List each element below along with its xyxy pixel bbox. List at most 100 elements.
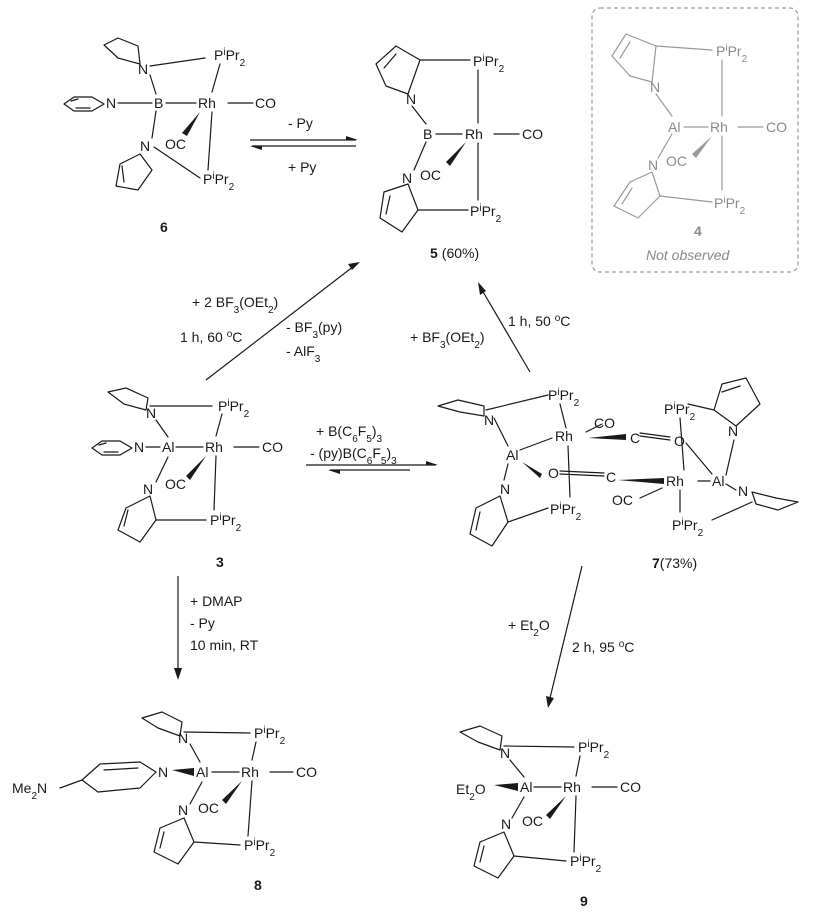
atom-n: N [146,405,156,421]
atom-o: O [548,465,559,481]
reaction-label: - (py)B(C6F5)3 [310,445,397,467]
atom-oc: OC [612,492,633,508]
atom-n: N [484,412,494,428]
atom-o: O [674,433,685,449]
atom-n: N [728,423,738,439]
compound-5-structure: Rh B N N CO OC PiPr2 PiPr2 5(60%) [375,45,543,261]
atom-co: CO [262,439,283,455]
atom-n: N [500,745,510,761]
compound-number-9: 9 [580,893,588,909]
compound-7-structure: Rh Al Rh Al N N N N CO OC C O O C PiPr2 … [437,377,799,571]
compound-6-structure: Rh B N N N CO OC PiPr2 PiPr2 6 [63,37,276,235]
reaction-label: - Py [190,615,215,631]
atom-n: N [138,61,148,77]
atom-n: N [501,816,511,832]
atom-oc: OC [666,153,687,169]
not-observed-note: Not observed [646,247,730,263]
compound-5-label: 5(60%) [430,245,479,261]
reaction-label: - BF3(py) [286,319,342,341]
atom-rh: Rh [555,428,573,444]
atom-al: Al [520,779,532,795]
reaction-label: + Py [288,159,316,175]
atom-n: N [158,764,168,780]
arrow-6-to-5: - Py + Py [250,115,358,175]
reaction-label: - Py [288,115,313,131]
compound-4-box: Rh Al N N CO OC PiPr2 PiPr2 4 Not observ… [591,7,799,273]
phosphine-label: PiPr2 [716,43,748,65]
atom-al: Al [506,447,518,463]
atom-n: N [406,91,416,107]
atom-co: CO [255,95,276,111]
phosphine-label: PiPr2 [473,53,505,75]
phosphine-label: PiPr2 [714,195,746,217]
atom-oc: OC [522,813,543,829]
atom-n: N [178,802,188,818]
atom-n: N [178,730,188,746]
reaction-label: 1 h, 50 oC [508,313,570,330]
arrow-3-to-8: + DMAP - Py 10 min, RT [174,576,259,680]
atom-rh: Rh [666,473,684,489]
reaction-label: + DMAP [190,593,243,609]
compound-number-6: 6 [160,219,168,235]
compound-9-structure: Rh Al N N CO OC Et2O PiPr2 PiPr2 9 [456,725,641,909]
reaction-label: + Et2O [508,617,550,639]
phosphine-label: PiPr2 [664,401,696,423]
reaction-label: + 2 BF3(OEt2) [192,294,278,316]
phosphine-label: PiPr2 [203,171,235,193]
phosphine-label: PiPr2 [578,739,610,761]
atom-al: Al [712,473,724,489]
phosphine-label: PiPr2 [570,853,602,875]
reaction-label: 2 h, 95 oC [572,639,634,656]
atom-co: CO [522,126,543,142]
phosphine-label: PiPr2 [214,47,246,69]
atom-oc: OC [165,136,186,152]
arrow-3-to-7: + B(C6F5)3 - (py)B(C6F5)3 [306,423,438,474]
compound-number-3: 3 [216,554,224,570]
atom-rh: Rh [563,779,581,795]
atom-n: N [650,79,660,95]
atom-n: N [402,170,412,186]
atom-c: C [630,430,640,446]
atom-n: N [106,95,116,111]
phosphine-label: PiPr2 [244,837,276,859]
phosphine-label: PiPr2 [254,725,286,747]
reaction-label: 10 min, RT [190,637,259,653]
compound-number-4: 4 [694,223,702,239]
atom-co: CO [296,764,317,780]
atom-co: CO [620,779,641,795]
atom-oc: OC [420,167,441,183]
atom-b: B [154,95,163,111]
compound-number-8: 8 [254,877,262,893]
phosphine-label: PiPr2 [210,512,242,534]
atom-co: CO [594,415,615,431]
atom-rh: Rh [710,119,728,135]
atom-oc: OC [198,800,219,816]
compound-8-structure: Rh Al N N N CO OC Me2N PiPr2 PiPr2 8 [12,711,317,893]
reaction-label: - AlF3 [286,343,321,365]
atom-b: B [423,126,432,142]
compound-7-label: 7(73%) [652,555,697,571]
phosphine-label: PiPr2 [470,203,502,225]
atom-c: C [606,469,616,485]
atom-rh: Rh [205,439,223,455]
dimethylamino-label: Me2N [12,780,47,802]
diethyl-ether-label: Et2O [456,781,486,803]
arrow-3-to-5: + 2 BF3(OEt2) 1 h, 60 oC - BF3(py) - AlF… [180,262,360,381]
atom-co: CO [766,119,787,135]
atom-n: N [500,481,510,497]
atom-al: Al [196,764,208,780]
atom-rh: Rh [465,126,483,142]
atom-n: N [134,439,144,455]
atom-n: N [738,483,748,499]
atom-n: N [140,138,150,154]
atom-rh: Rh [198,95,216,111]
reaction-label: 1 h, 60 oC [180,329,242,346]
phosphine-label: PiPr2 [218,398,250,420]
compound-3-structure: Rh Al N N N CO OC PiPr2 PiPr2 3 [91,387,283,570]
atom-n: N [648,157,658,173]
reaction-label: + B(C6F5)3 [316,423,383,445]
atom-rh: Rh [241,764,259,780]
phosphine-label: PiPr2 [550,501,582,523]
arrow-7-to-5: + BF3(OEt2) 1 h, 50 oC [410,282,570,373]
